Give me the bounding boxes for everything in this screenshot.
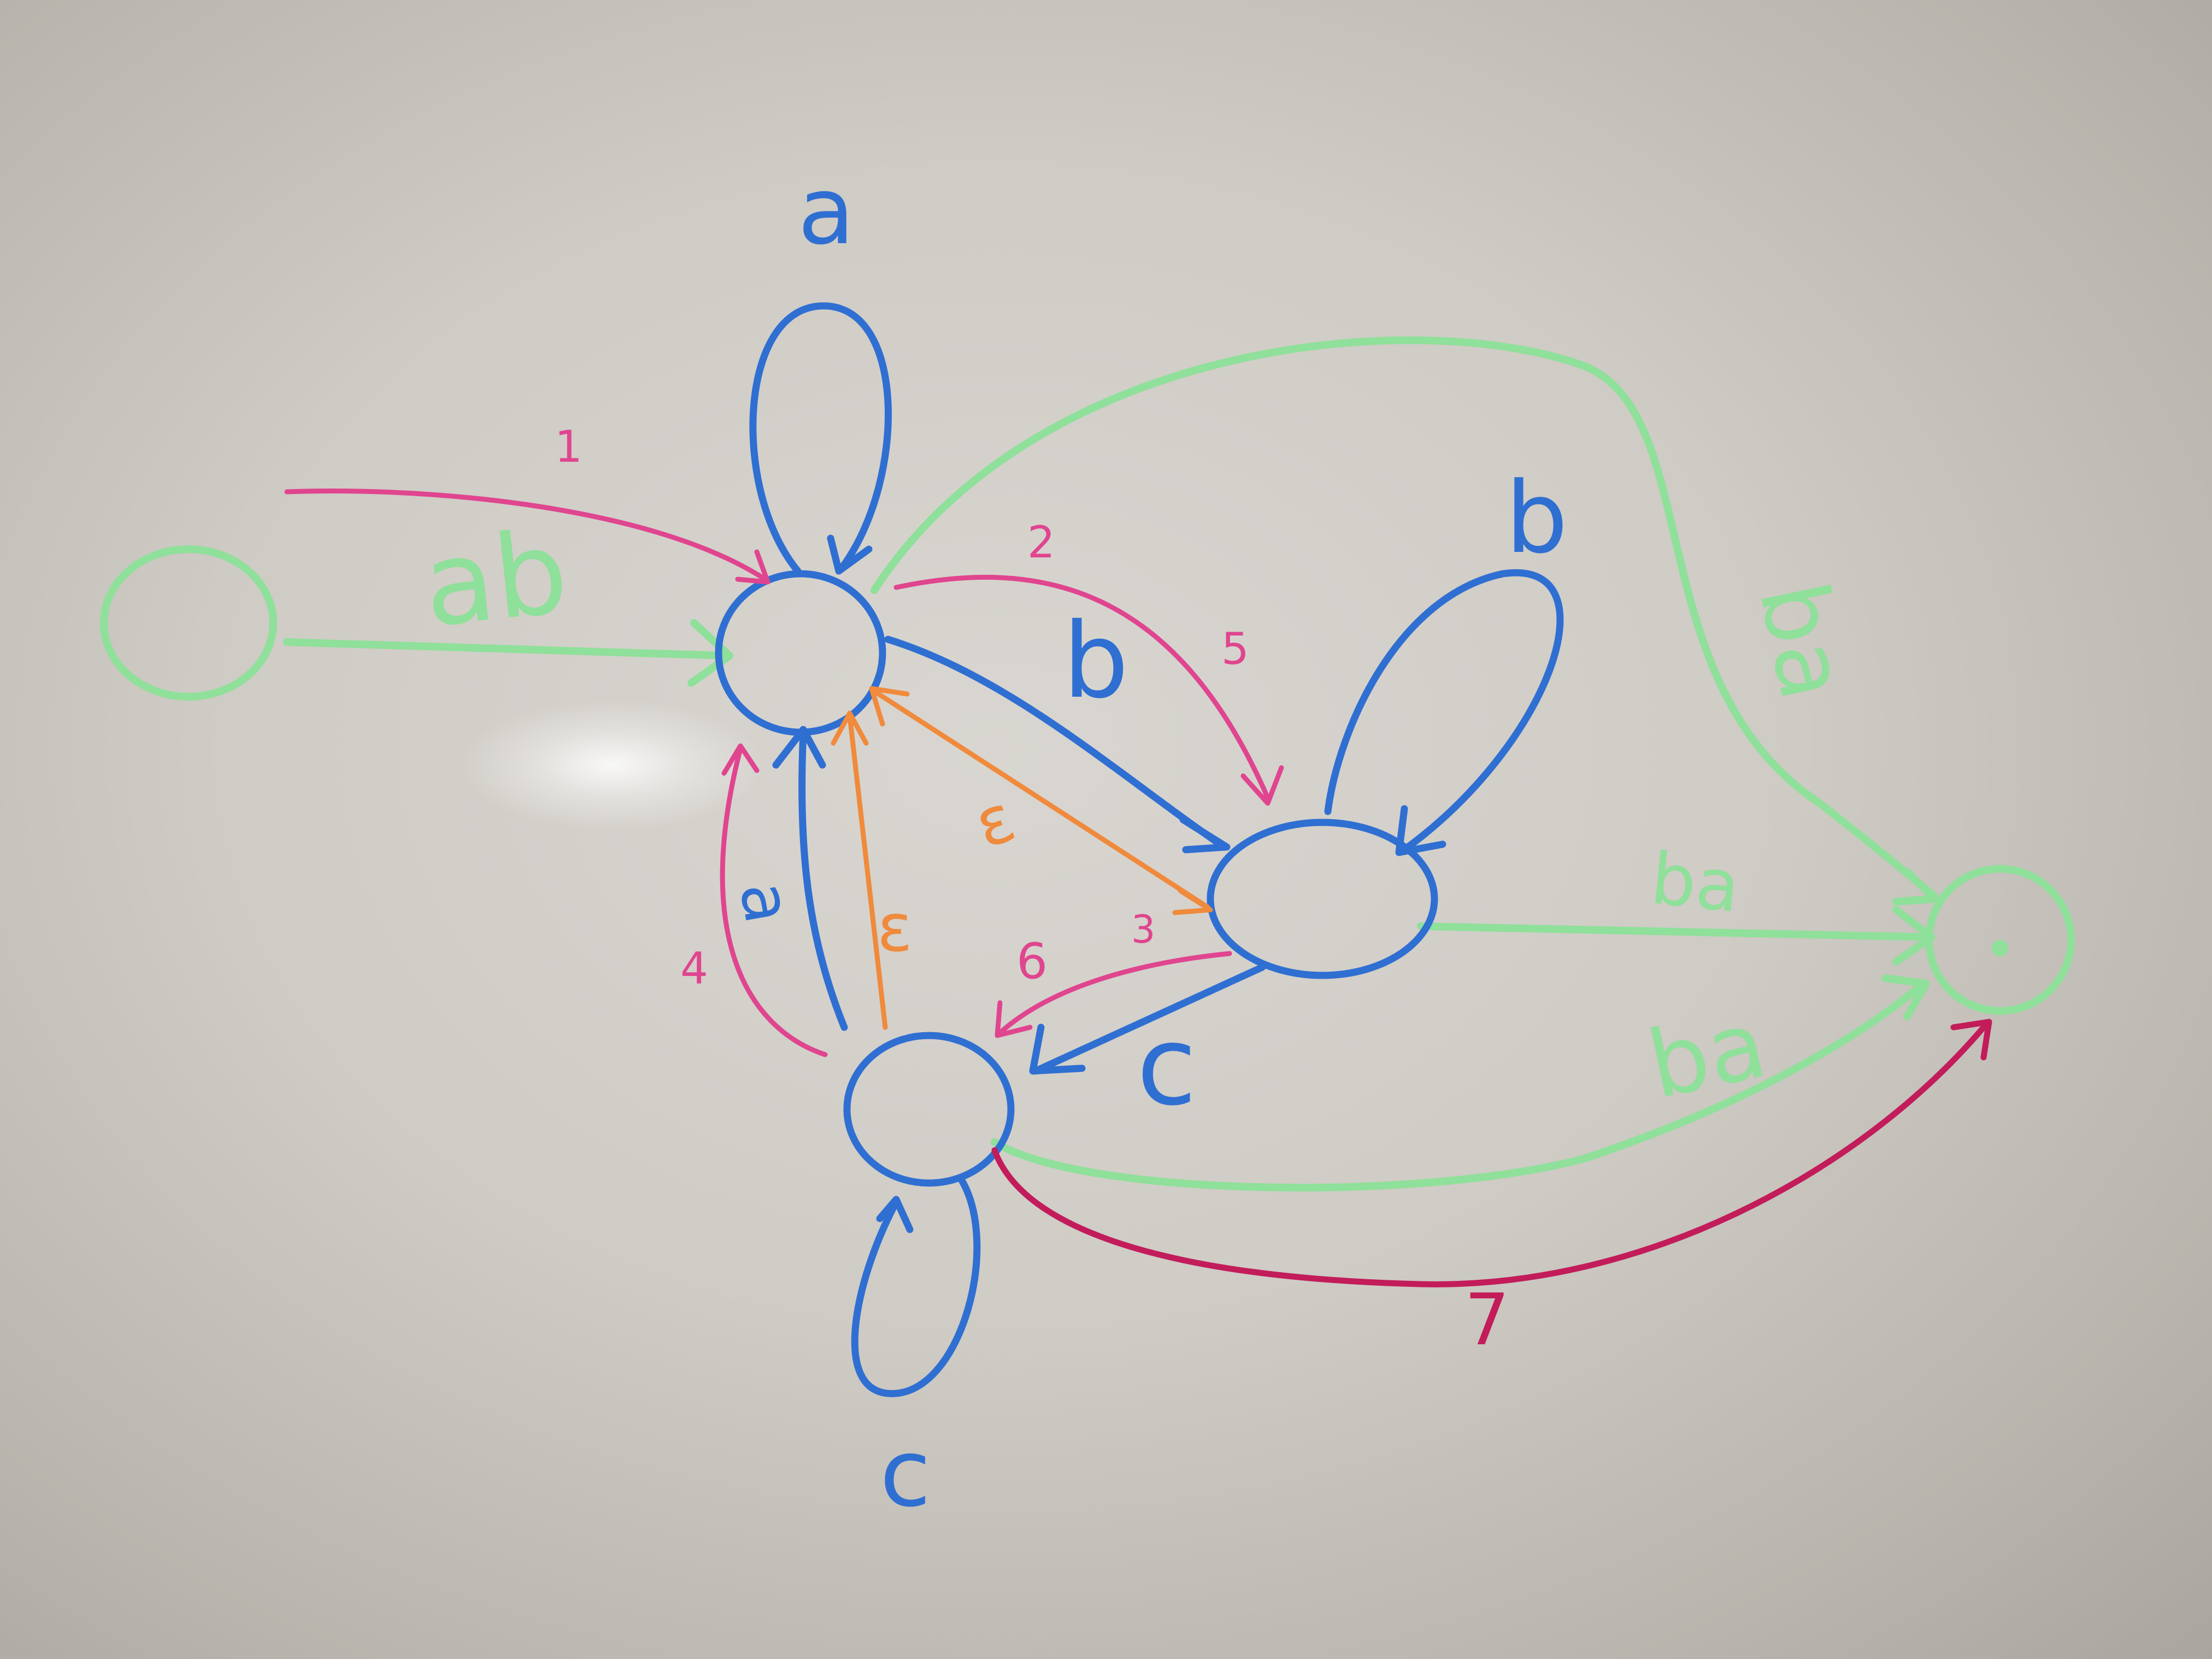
step-2-edge [893, 575, 1270, 801]
label-step-6: 6 [1016, 933, 1048, 990]
step-7-edge [991, 1024, 1987, 1287]
step-4-arrowhead [721, 743, 760, 776]
label-step-2: 2 [1027, 517, 1055, 568]
label-step-1: 1 [555, 421, 583, 472]
arrowhead-start-to-s1 [687, 619, 733, 687]
label-green-top: ba [1738, 573, 1868, 709]
start-state-circle [100, 545, 277, 701]
label-edge-c: c [1137, 1003, 1197, 1130]
arrowhead-eps-to-s1 [869, 686, 910, 727]
arrowhead-eps-to-s2 [1172, 888, 1213, 915]
edge-s1-to-s2 [884, 636, 1228, 851]
state-s3-circle [843, 1032, 1015, 1187]
label-edge-b: b [1063, 601, 1129, 721]
arrowhead-s3-to-s1 [772, 726, 826, 769]
arrowhead-eps-to-s1-left [831, 710, 869, 746]
step-7-arrowhead [1950, 1019, 1992, 1061]
label-eps-2: ε [877, 891, 913, 967]
arrowhead-s3-to-final [1881, 974, 1930, 1020]
edge-start-to-s1 [283, 638, 731, 660]
edge-s2-to-final [1417, 922, 1933, 941]
state-s1-circle [715, 570, 886, 736]
edge-eps-s3-s1 [847, 713, 888, 1030]
label-ab: ab [417, 505, 574, 653]
loop-s1-a [749, 302, 892, 575]
arrowhead-s1-to-s2 [1179, 816, 1231, 854]
label-green-bottom: ba [1639, 990, 1775, 1120]
arrowhead-s2-to-final [1892, 906, 1935, 966]
label-loop-c: c [880, 1420, 931, 1528]
arrowhead-s2-to-s3 [1029, 1023, 1086, 1075]
arrowhead-loop-s3 [876, 1196, 914, 1233]
loop-s2-b [1324, 569, 1564, 854]
edge-s3-to-s1 [798, 728, 848, 1031]
board-glare [459, 699, 765, 831]
label-step-5: 5 [1221, 623, 1249, 674]
edge-s1-to-final-top [870, 336, 1938, 900]
step-2-arrowhead [1240, 765, 1284, 806]
label-eps-1: ε [965, 780, 1025, 864]
step-1-arrowhead [735, 549, 770, 585]
label-loop-b: b [1505, 461, 1568, 575]
label-edge-a: a [725, 876, 807, 929]
arrowhead-s1-to-final-top [1892, 868, 1938, 905]
edge-s2-to-s3 [1032, 963, 1266, 1075]
label-green-mid: ba [1647, 837, 1744, 928]
final-state-dot [1992, 940, 2008, 956]
label-loop-a: a [798, 157, 855, 266]
step-3-arrowhead [995, 1000, 1033, 1038]
edge-s3-to-final [991, 980, 1927, 1192]
state-s2-circle [1207, 819, 1438, 979]
label-step-7: 7 [1464, 1278, 1510, 1361]
loop-s3-c [851, 1176, 981, 1397]
arrowhead-loop-s2 [1395, 805, 1446, 856]
edge-eps-s2-s1 [872, 689, 1210, 910]
step-1-edge [284, 489, 768, 582]
arrowhead-loop-s1 [827, 534, 873, 575]
label-step-3: 3 [1131, 907, 1156, 952]
step-4-edge [720, 746, 828, 1057]
step-3-edge [997, 951, 1232, 1036]
label-step-4: 4 [680, 943, 708, 994]
